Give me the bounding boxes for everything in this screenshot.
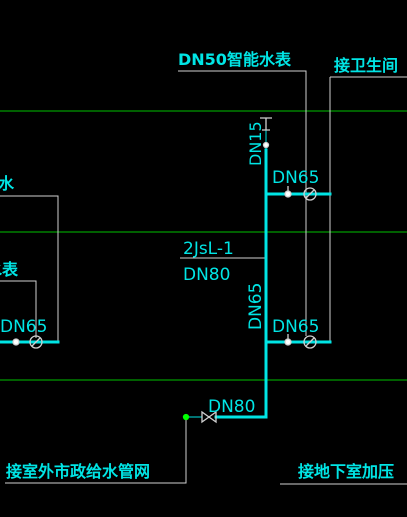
riser-tag-label: 2JsL-1 (183, 239, 234, 259)
lower-meter-slash (305, 337, 315, 347)
left-meter-leader-2 (0, 280, 37, 338)
upper-valve-icon (284, 190, 292, 198)
inlet-end-node (182, 413, 190, 421)
lower-meter-icon (303, 335, 317, 349)
sanitary-label: 接卫生间 (334, 56, 398, 75)
left-top-partial-label: 水 (0, 174, 15, 193)
left-mid-partial-label: 水表 (0, 260, 19, 279)
left-valve-icon (12, 338, 20, 346)
left-meter-slash (31, 337, 41, 347)
riser-top-node (262, 141, 270, 149)
inlet-size-label: DN80 (208, 397, 255, 417)
riser-top-tap-icon (260, 117, 272, 131)
riser-mid-size-label: DN65 (246, 283, 266, 330)
upper-branch-size-label: DN65 (272, 168, 319, 188)
lower-branch-size-label: DN65 (272, 317, 319, 337)
riser-top-size-label: DN15 (246, 121, 265, 166)
meter-leader (178, 70, 307, 188)
basement-label: 接地下室加压 (298, 462, 394, 481)
riser-tag-size-label: DN80 (183, 265, 230, 285)
left-meter-leader (0, 195, 59, 342)
upper-meter-slash (305, 189, 315, 199)
pipes (0, 148, 332, 419)
leader-lines (0, 70, 407, 485)
left-branch-size-label: DN65 (0, 317, 47, 337)
municipal-leader (5, 415, 187, 484)
floor-lines (0, 110, 407, 381)
inlet-gate-valve-icon (201, 410, 217, 424)
smart-meter-label: DN50智能水表 (178, 50, 292, 69)
left-meter-icon (29, 335, 43, 349)
fittings (12, 117, 317, 424)
upper-meter-icon (303, 187, 317, 201)
lower-valve-icon (284, 338, 292, 346)
municipal-label: 接室外市政给水管网 (6, 462, 150, 481)
